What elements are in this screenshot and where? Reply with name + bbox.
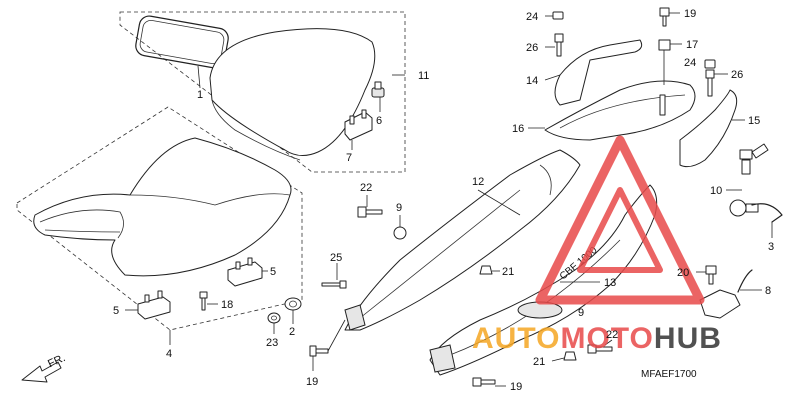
svg-text:AUTOMOTOHUB: AUTOMOTOHUB [472,322,722,355]
callout-1: 1 [197,89,203,101]
drawing-code: MFAEF1700 [641,369,697,380]
callout-21-lower: 21 [533,356,545,368]
callout-3: 3 [768,241,774,253]
watermark-triangle-outer [535,135,705,305]
screw-19-lower-left [309,345,329,357]
callout-19-lower-left: 19 [306,376,318,388]
watermark-text-moto: MOTO [560,322,653,355]
callout-7: 7 [346,152,352,164]
callout-19-bottom: 19 [510,381,522,393]
callout-16: 16 [512,123,524,135]
callout-14: 14 [526,75,538,87]
callout-12: 12 [472,176,484,188]
callout-6: 6 [376,115,382,127]
callout-8: 8 [765,285,771,297]
front-marker: FR. [46,352,67,370]
washer-23 [267,312,281,324]
rear-bracket-15 [679,89,738,168]
callout-22-lower: 22 [606,329,618,341]
screw-19-bottom [472,377,496,387]
nut-24-right [704,59,716,69]
front-direction-arrow [21,361,62,383]
bolt-18 [199,291,208,311]
grab-rail-assembly [544,39,696,141]
callout-17: 17 [686,39,698,51]
callout-24-right: 24 [684,57,696,69]
bolt-22-left [357,206,383,218]
bracket-5-lower [137,290,171,320]
collar-2 [284,297,302,311]
callout-9-left: 9 [396,202,402,214]
callout-11: 11 [418,70,429,82]
bolt-26-right [705,69,715,97]
callout-5-lower: 5 [113,305,119,317]
grommet-9-left [393,226,407,240]
bolt-25 [321,280,347,289]
seat-lock-10 [729,143,769,217]
callout-15: 15 [748,115,760,127]
nut-17 [658,39,671,51]
callout-26-right: 26 [731,69,743,81]
bolt-19-upper [659,7,670,27]
watermark-triangle-inner [577,187,663,273]
callout-18: 18 [221,299,233,311]
callout-21-left: 21 [502,266,514,278]
right-side-cover: CBF 1000 [429,184,658,376]
left-side-cover [344,149,581,331]
watermark: AUTOMOTOHUB [472,135,722,355]
watermark-text-auto: AUTO [472,322,560,355]
callout-20: 20 [677,267,689,279]
callout-9-right: 9 [578,307,584,319]
callout-10: 10 [710,185,722,197]
bracket-8 [699,269,753,319]
callout-26-left: 26 [526,42,538,54]
callout-24-left: 24 [526,11,538,23]
watermark-text-hub: HUB [654,322,722,355]
callout-22-left: 22 [360,182,372,194]
bracket-5-upper [227,257,263,287]
bracket-7 [344,109,373,141]
callout-numbers: 1 11 6 7 5 5 18 2 23 4 FR. 22 9 12 25 21… [46,8,774,393]
screw-20 [705,265,717,285]
rear-seat-group [119,11,406,173]
clip-21-lower [563,351,577,361]
callout-13: 13 [604,277,616,289]
clip-21-left [479,265,493,275]
callout-5-upper: 5 [270,266,276,278]
callout-25: 25 [330,252,342,264]
callout-2: 2 [289,326,295,338]
bolt-22-lower [587,344,613,354]
front-seat-group [16,106,303,345]
nut-24-left [552,11,564,20]
callout-23: 23 [266,337,278,349]
callout-4: 4 [166,348,172,360]
callout-19-upper: 19 [684,8,696,20]
bolt-26-left [554,33,564,57]
grommet-6 [371,81,385,98]
lock-cable-3 [751,203,783,223]
